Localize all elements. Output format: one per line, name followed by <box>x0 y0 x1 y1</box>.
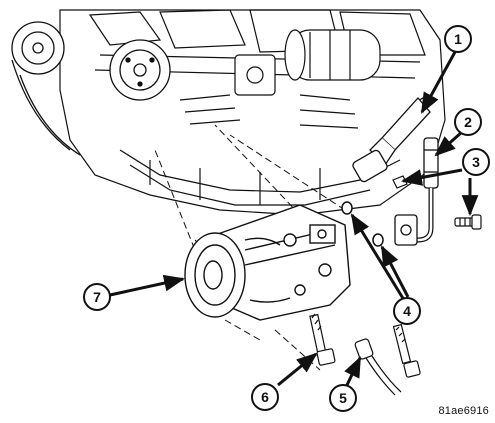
callout-3: 3 <box>462 148 490 176</box>
callout-1-label: 1 <box>454 31 462 47</box>
leader-1 <box>420 51 457 114</box>
leader-4b <box>380 245 410 298</box>
engine-block <box>59 9 446 216</box>
callout-4: 4 <box>393 297 421 325</box>
alternator <box>234 29 381 96</box>
bolt-long <box>392 323 421 378</box>
leader-5 <box>344 356 362 386</box>
leader-7 <box>109 274 186 297</box>
callout-6: 6 <box>251 383 279 411</box>
callout-2-label: 2 <box>464 114 472 130</box>
callout-7-label: 7 <box>93 289 101 305</box>
ac-compressor <box>184 204 351 321</box>
callout-2: 2 <box>454 108 482 136</box>
leader-arrows <box>109 51 479 387</box>
bolt-5 <box>354 338 402 396</box>
refrigerant-lines <box>352 96 439 246</box>
callout-3-label: 3 <box>472 154 480 170</box>
accessory-pulleys <box>11 21 171 156</box>
callout-4-label: 4 <box>403 303 411 319</box>
callout-5: 5 <box>329 384 357 412</box>
leader-3a <box>400 168 463 186</box>
callout-7: 7 <box>83 283 111 311</box>
figure-reference-code: 81ae6916 <box>438 405 489 417</box>
leader-4a <box>350 213 406 301</box>
leader-2 <box>434 130 463 157</box>
callout-1: 1 <box>444 25 472 53</box>
o-rings <box>341 201 384 247</box>
leader-6 <box>277 352 318 387</box>
bolt-6 <box>309 313 336 366</box>
callout-6-label: 6 <box>261 389 269 405</box>
callout-5-label: 5 <box>339 390 347 406</box>
